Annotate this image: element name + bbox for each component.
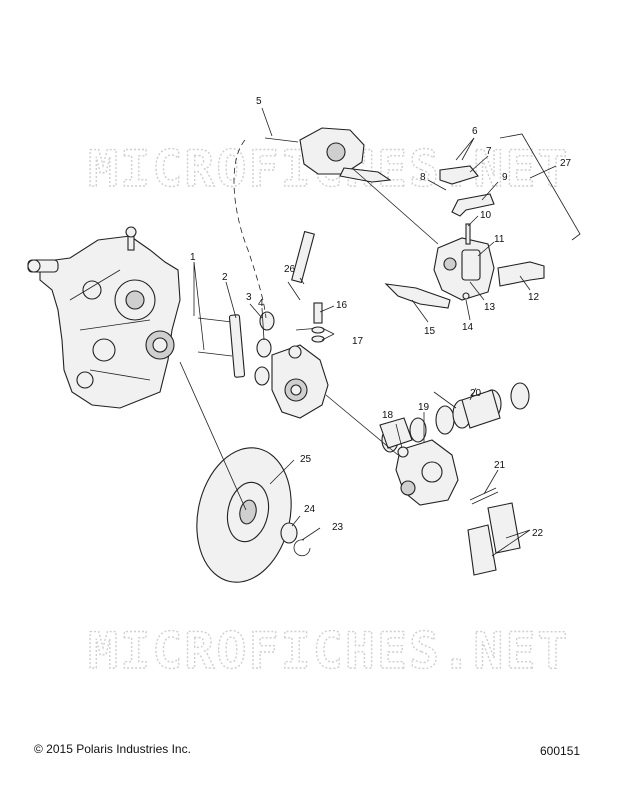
master-cylinder — [264, 127, 392, 183]
callout-4: 4 — [258, 298, 264, 309]
callout-labels: 1 2 3 4 5 6 7 8 9 10 11 12 13 14 15 16 1… — [190, 96, 572, 539]
callout-19: 19 — [418, 402, 430, 413]
callout-14: 14 — [462, 322, 474, 333]
callout-16: 16 — [336, 300, 348, 311]
copyright-notice: © 2015 Polaris Industries Inc. — [34, 742, 191, 756]
callout-10: 10 — [480, 210, 492, 221]
callout-22: 22 — [532, 528, 544, 539]
brake-disc — [196, 447, 311, 583]
callout-18: 18 — [382, 410, 394, 421]
caliper-centerline — [325, 394, 399, 456]
brake-pads — [467, 487, 521, 576]
callout-21: 21 — [494, 460, 506, 471]
disc-centerline — [179, 361, 247, 511]
callout-23: 23 — [332, 522, 344, 533]
rear-caliper — [395, 439, 459, 506]
callout-2: 2 — [222, 272, 228, 283]
callout-15: 15 — [424, 326, 436, 337]
callout-7: 7 — [486, 146, 492, 157]
transmission-housing — [27, 226, 181, 409]
callout-24: 24 — [304, 504, 316, 515]
callout-25: 25 — [300, 454, 312, 465]
callout-1: 1 — [190, 252, 196, 263]
callout-8: 8 — [420, 172, 426, 183]
callout-9: 9 — [502, 172, 508, 183]
callout-20: 20 — [470, 388, 482, 399]
callout-26: 26 — [284, 264, 296, 275]
assembly-bracket — [499, 133, 581, 241]
mounting-bolts — [197, 311, 275, 386]
figure-number: 600151 — [540, 744, 581, 758]
switch-housing — [384, 165, 545, 309]
callout-27: 27 — [560, 158, 572, 169]
callout-17: 17 — [352, 336, 364, 347]
callout-12: 12 — [528, 292, 540, 303]
callout-11: 11 — [494, 234, 505, 245]
lever-centerline — [351, 167, 439, 245]
callout-5: 5 — [256, 96, 262, 107]
callout-leaders — [193, 107, 557, 557]
callout-6: 6 — [472, 126, 478, 137]
brake-line-dashed — [233, 139, 267, 319]
callout-13: 13 — [484, 302, 496, 313]
front-caliper — [271, 230, 329, 419]
watermark-bottom: MICROFICHES.NET — [88, 622, 570, 680]
piston-seal-kit — [379, 382, 530, 453]
callout-3: 3 — [246, 292, 252, 303]
